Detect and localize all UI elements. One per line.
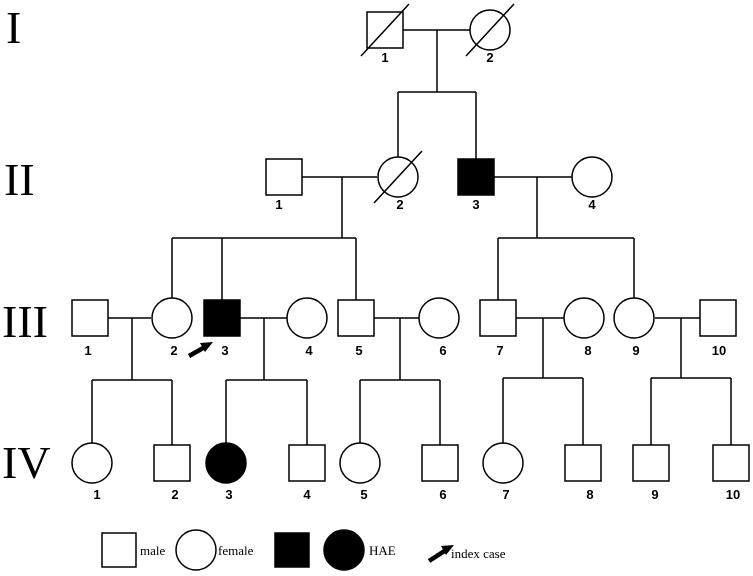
generation-label-III: III xyxy=(2,296,48,347)
individual-number: 10 xyxy=(726,487,740,502)
individual-III-2: 2 xyxy=(151,297,193,358)
individual-III-9: 9 xyxy=(613,297,655,358)
individuals-group: 1 2 1 2 3 4 1 2 3 4 5 6 7 8 9 10 1 2 3 4 5 6 7 8 9 10 xyxy=(71,3,750,502)
individual-III-3: 3 xyxy=(203,299,241,358)
individual-number: 1 xyxy=(93,487,100,502)
individual-III-10: 10 xyxy=(699,299,737,358)
individual-IV-5: 5 xyxy=(339,442,381,502)
female-symbol xyxy=(286,297,328,339)
male-symbol xyxy=(564,444,602,482)
individual-III-1: 1 xyxy=(71,299,109,358)
legend-male-symbol xyxy=(101,532,137,568)
individual-number: 1 xyxy=(275,197,282,212)
individual-III-5: 5 xyxy=(337,299,375,358)
individual-number: 2 xyxy=(486,50,493,65)
individual-number: 3 xyxy=(225,487,232,502)
male-symbol xyxy=(153,444,191,482)
female-symbol xyxy=(339,442,381,484)
female-symbol xyxy=(613,297,655,339)
individual-number: 2 xyxy=(171,487,178,502)
individual-IV-9: 9 xyxy=(632,444,670,502)
male-symbol xyxy=(288,444,326,482)
female-symbol xyxy=(482,442,524,484)
individual-number: 4 xyxy=(303,487,311,502)
male-symbol xyxy=(457,158,495,196)
legend-male-label: male xyxy=(140,543,165,558)
female-symbol xyxy=(563,297,605,339)
individual-II-2: 2 xyxy=(373,150,423,212)
generation-label-I: I xyxy=(6,2,21,53)
male-symbol xyxy=(699,299,737,337)
male-symbol xyxy=(632,444,670,482)
individual-IV-6: 6 xyxy=(421,444,459,502)
individual-number: 7 xyxy=(502,487,509,502)
individual-IV-1: 1 xyxy=(71,442,113,502)
individual-II-1: 1 xyxy=(265,158,303,212)
individual-number: 8 xyxy=(584,343,591,358)
individual-number: 9 xyxy=(651,487,658,502)
male-symbol xyxy=(71,299,109,337)
deceased-slash xyxy=(465,3,515,57)
female-symbol xyxy=(205,442,247,484)
arrow-shaft xyxy=(187,345,207,358)
individual-number: 1 xyxy=(84,343,91,358)
individual-number: 4 xyxy=(588,197,596,212)
individual-IV-3: 3 xyxy=(205,442,247,502)
individual-number: 6 xyxy=(439,487,446,502)
individual-IV-10: 10 xyxy=(712,444,750,502)
legend-arrow-shaft xyxy=(427,548,448,563)
individual-III-4: 4 xyxy=(286,297,328,358)
deceased-slash xyxy=(360,3,410,57)
arrow-head xyxy=(200,342,213,352)
legend-affected-female-symbol xyxy=(323,529,365,571)
male-symbol xyxy=(712,444,750,482)
legend-female-symbol xyxy=(175,529,217,571)
individual-II-4: 4 xyxy=(571,156,613,212)
individual-I-2: 2 xyxy=(465,3,515,65)
pedigree-lines xyxy=(91,29,732,445)
legend-female-label: female xyxy=(218,543,254,558)
individual-I-1: 1 xyxy=(360,3,410,65)
generation-label-IV: IV xyxy=(2,437,51,488)
male-symbol xyxy=(421,444,459,482)
individual-IV-2: 2 xyxy=(153,444,191,502)
individual-number: 6 xyxy=(439,343,446,358)
legend-arrow-head xyxy=(441,545,454,555)
individual-number: 8 xyxy=(586,487,593,502)
individual-number: 5 xyxy=(355,343,362,358)
individual-number: 2 xyxy=(170,343,177,358)
individual-number: 7 xyxy=(496,343,503,358)
individual-number: 4 xyxy=(305,343,313,358)
legend: male female HAE index case xyxy=(101,529,506,571)
individual-number: 3 xyxy=(472,197,479,212)
female-symbol xyxy=(571,156,613,198)
female-symbol xyxy=(418,297,460,339)
individual-IV-4: 4 xyxy=(288,444,326,502)
legend-affected-label: HAE xyxy=(369,543,396,558)
legend-affected-male-symbol xyxy=(274,532,310,568)
legend-index-label: index case xyxy=(451,546,506,561)
individual-number: 3 xyxy=(221,343,228,358)
individual-II-3: 3 xyxy=(457,158,495,212)
female-symbol xyxy=(151,297,193,339)
deceased-slash xyxy=(373,150,423,204)
individual-III-7: 7 xyxy=(479,299,517,358)
individual-number: 1 xyxy=(381,50,388,65)
male-symbol xyxy=(337,299,375,337)
index-case-arrow xyxy=(187,342,213,358)
individual-III-8: 8 xyxy=(563,297,605,358)
individual-number: 5 xyxy=(360,487,367,502)
generation-label-II: II xyxy=(4,154,35,205)
female-symbol xyxy=(71,442,113,484)
individual-III-6: 6 xyxy=(418,297,460,358)
male-symbol xyxy=(265,158,303,196)
individual-number: 10 xyxy=(712,343,726,358)
individual-IV-8: 8 xyxy=(564,444,602,502)
individual-IV-7: 7 xyxy=(482,442,524,502)
individual-number: 9 xyxy=(632,343,639,358)
male-symbol xyxy=(203,299,241,337)
male-symbol xyxy=(479,299,517,337)
individual-number: 2 xyxy=(396,197,403,212)
